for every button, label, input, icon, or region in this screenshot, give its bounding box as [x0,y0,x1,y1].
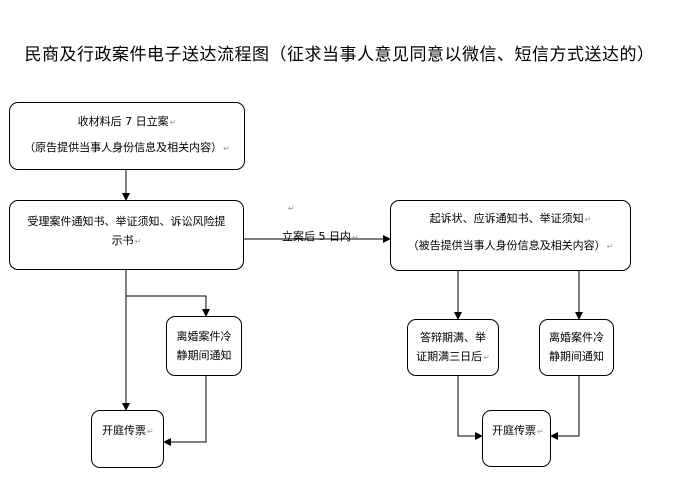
box-line: 静期间通知 [176,349,232,362]
box-hearing-summons-right: 开庭传票↵ [482,410,551,467]
box-line: 静期间通知 [549,350,604,363]
edit-mark: ↵ [352,233,359,242]
box-acceptance-notices: 受理案件通知书、举证须知、诉讼风险提 示书↵ [9,200,244,270]
edge-label-filing-5-days: 立案后 5 日内↵ [282,230,359,243]
box-cooling-period-left: 离婚案件冷 静期间通知 [166,316,242,376]
arrow-accept-to-cooling-left [125,270,210,317]
edit-mark: ↵ [134,237,142,246]
edit-mark: ↵ [483,353,490,362]
edit-mark: ↵ [169,118,177,127]
box-line: 答辩期满、举 [420,331,486,344]
edit-mark: ↵ [223,144,230,153]
box-hearing-summons-left: 开庭传票↵ [91,410,164,468]
arrow-cooling-right-to-hearing-right [550,376,580,440]
box-line: 示书↵ [111,234,142,247]
page-title: 民商及行政案件电子送达流程图（征求当事人意见同意以微信、短信方式送达的） [24,45,655,65]
box-line: 起诉状、应诉通知书、举证须知↵ [429,212,592,225]
box-receive-materials: 收材料后 7 日立案↵ （原告提供当事人身份信息及相关内容）↵ [9,102,245,170]
arrow-defense-expire-to-hearing-right [457,376,483,440]
edit-mark: ↵ [537,427,544,436]
box-line: 受理案件通知书、举证须知、诉讼风险提 [27,215,226,228]
edit-mark: ↵ [584,215,592,224]
box-defense-period-expire: 答辩期满、举 证期满三日后↵ [407,319,499,376]
box-complaint-notices: 起诉状、应诉通知书、举证须知↵ （被告提供当事人身份信息及相关内容）↵ [390,200,631,271]
box-cooling-period-right: 离婚案件冷 静期间通知 [539,319,614,376]
arrow-cooling-left-to-hearing-left [163,376,207,446]
edit-mark: ↵ [606,242,614,251]
box-line: 离婚案件冷 [176,330,232,343]
box-line: 开庭传票↵ [492,424,544,437]
box-line: 证期满三日后↵ [416,350,490,363]
box-line: 开庭传票↵ [102,424,154,437]
box-line: （被告提供当事人身份信息及相关内容）↵ [407,239,614,252]
box-line: （原告提供当事人身份信息及相关内容）↵ [24,141,230,154]
edit-mark: ↵ [288,204,295,213]
box-line: 收材料后 7 日立案↵ [77,115,177,128]
box-line: 离婚案件冷 [549,331,604,344]
edit-mark: ↵ [147,427,154,436]
